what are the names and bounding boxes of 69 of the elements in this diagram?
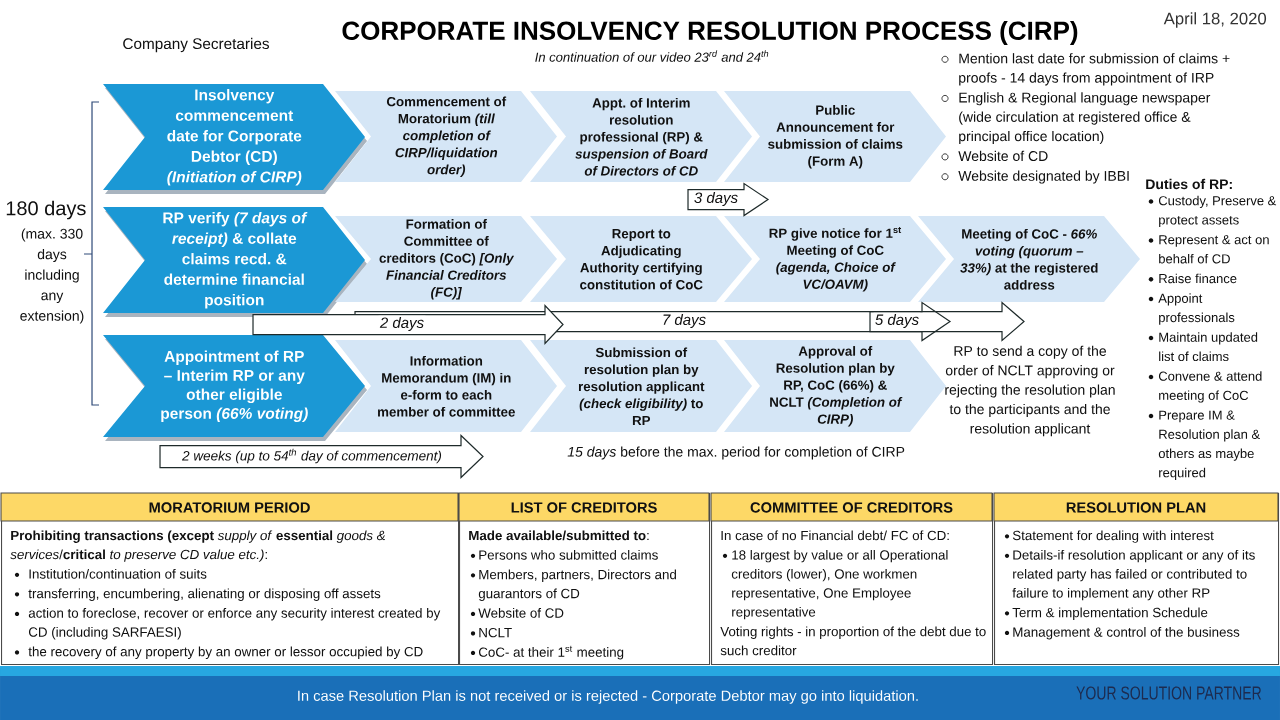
process-step: RP give notice for 1$^{st}$ Meeting of CoC (agenda, Choice of VC/OAVM) xyxy=(724,216,946,302)
process-step: Appointment of RP – Interim RP or any other eligible person (66% voting) xyxy=(103,335,367,441)
panel-heading: RESOLUTION PLAN xyxy=(993,492,1279,522)
duration-text: 180 days xyxy=(6,200,86,220)
banner-text: In case Resolution Plan is not received or is rejected - Corporate Debtor may go into liquidation. xyxy=(298,690,918,704)
list-item: Members, partners, Directors and guarantors of CD xyxy=(478,569,676,601)
list-item: Details-if resolution applicant or any of its related party has failed or contributed to failure to implement any other RP xyxy=(1012,549,1255,601)
list-item: Persons who submitted claims xyxy=(479,549,658,560)
duration-arrow xyxy=(869,301,1025,342)
node-label: Submission of resolution plan by resolution applicant (check eligibility) to RP xyxy=(578,347,705,426)
list-item: Management & control of the business xyxy=(1013,627,1240,640)
panel-text: Made available/submitted to: xyxy=(469,530,649,541)
note-text: RP to send a copy of the order of NCLT approving or rejecting the resolution plan to the participants and the resolution applicant xyxy=(945,345,1115,437)
node-label: Information Memorandum (IM) in e-form to each member of committee xyxy=(378,355,515,417)
process-step: Approval of Resolution plan by RP, CoC (66%) & NCLT (Completion of CIRP) xyxy=(724,340,946,432)
list-item: Statement for dealing with interest xyxy=(1012,530,1214,543)
date-text: April 18, 2020 xyxy=(1163,12,1267,28)
duration-arrow xyxy=(252,304,564,346)
node-label: Report to Adjudicating Authority certifying constitution of CoC xyxy=(580,229,703,290)
list-item: Raise finance xyxy=(1159,273,1237,284)
list-item: 18 largest by value or all Operational creditors (lower), One workmen representative, One Employee representative xyxy=(731,549,948,620)
process-step: Appt. of Interim resolution professional (RP) & suspension of Board of Directors of CD xyxy=(530,91,752,182)
node-label: Formation of Committee of creditors (CoC) [Only Financial Creditors (FC)] xyxy=(379,219,515,300)
list-item: Term & implementation Schedule xyxy=(1012,607,1208,620)
list-item: Prepare IM & Resolution plan & others as maybe required xyxy=(1158,410,1260,480)
process-step: Information Memorandum (IM) in e-form to each member of committee xyxy=(335,340,557,432)
list-item: Website designated by IBBI xyxy=(958,170,1129,184)
node-label: Commencement of Moratorium (till completion of CIRP/liquidation order) xyxy=(386,96,507,177)
panel-text: In case of no Financial debt/ FC of CD: xyxy=(721,530,949,541)
list-item: Convene & attend meeting of CoC xyxy=(1158,371,1262,403)
list-item: NCLT xyxy=(479,627,512,638)
panel-heading: COMMITTEE OF CREDITORS xyxy=(710,492,993,522)
slogan-text: YOUR SOLUTION PARTNER xyxy=(1076,686,1262,700)
list-item: Custody, Preserve & protect assets xyxy=(1158,195,1277,228)
process-step: Public Announcement for submission of claims (Form A) xyxy=(724,91,946,182)
list-item: English & Regional language newspaper (wide circulation at registered office & principal office location) xyxy=(959,92,1211,144)
node-label: Appt. of Interim resolution professional (RP) & suspension of Board of Directors of CD xyxy=(575,97,708,176)
process-step: Insolvency commencement date for Corporate Debtor (CD) (Initiation of CIRP) xyxy=(103,84,367,194)
list-item: Maintain updated list of claims xyxy=(1159,332,1258,362)
subtitle: In continuation of our video 23$^{rd}$ and 24$^{th}$ xyxy=(535,50,769,62)
duration-note: (max. 330 days including any extension) xyxy=(20,228,84,324)
list-item: transferring, encumbering, alienating or disposing off assets xyxy=(28,588,381,601)
title: CORPORATE INSOLVENCY RESOLUTION PROCESS (CIRP) xyxy=(342,20,1078,46)
panel-text: Voting rights - in proportion of the debt due to such creditor xyxy=(720,626,986,656)
panel-text: Prohibiting transactions (except supply of essential goods & services/critical to preserve CD value etc.): xyxy=(10,530,385,562)
node-label: Meeting of CoC - 66% voting (quorum – 33%) at the registered address xyxy=(960,228,1098,290)
list-item: Appoint professionals xyxy=(1158,293,1235,325)
list-item: CoC- at their 1$^{st}$ meeting xyxy=(478,645,624,660)
edge-label: 2 weeks (up to 54$^{th}$ day of commencement) xyxy=(180,447,444,465)
process-step: Submission of resolution plan by resolution applicant (check eligibility) to RP xyxy=(530,340,752,432)
list-item: action to foreclose, recover or enforce any security interest created by CD (including SARFAESI) xyxy=(28,608,441,640)
node-label: Public Announcement for submission of claims (Form A) xyxy=(768,105,903,169)
list-item: the recovery of any property by an owner or lessor occupied by CD xyxy=(28,646,423,659)
node-label: Approval of Resolution plan by RP, CoC (66%) & NCLT (Completion of CIRP) xyxy=(770,346,903,427)
process-step: RP verify (7 days of receipt) & collate claims recd. & determine financial position xyxy=(103,207,367,317)
list-item: Institution/continuation of suits xyxy=(29,568,207,579)
process-step: Formation of Committee of creditors (CoC) [Only Financial Creditors (FC)] xyxy=(335,216,557,302)
process-step: Commencement of Moratorium (till completion of CIRP/liquidation order) xyxy=(335,91,557,182)
note-text: 15 days before the max. period for completion of CIRP xyxy=(567,446,905,460)
node-label: RP give notice for 1$^{st}$ Meeting of CoC (agenda, Choice of VC/OAVM) xyxy=(769,226,902,292)
process-step: Meeting of CoC - 66% voting (quorum – 33%) at the registered address xyxy=(918,216,1140,302)
panel-heading: MORATORIUM PERIOD xyxy=(0,492,459,522)
list-item: Mention last date for submission of claims + proofs - 14 days from appointment of IRP xyxy=(959,53,1230,86)
list-item: Represent & act on behalf of CD xyxy=(1159,235,1269,264)
list-heading: Duties of RP: xyxy=(1146,178,1232,190)
letterhead-text: Company Secretaries xyxy=(123,37,269,53)
list-item: Website of CD xyxy=(478,608,564,618)
panel-heading: LIST OF CREDITORS xyxy=(458,492,710,522)
process-step: Report to Adjudicating Authority certifying constitution of CoC xyxy=(530,216,752,302)
